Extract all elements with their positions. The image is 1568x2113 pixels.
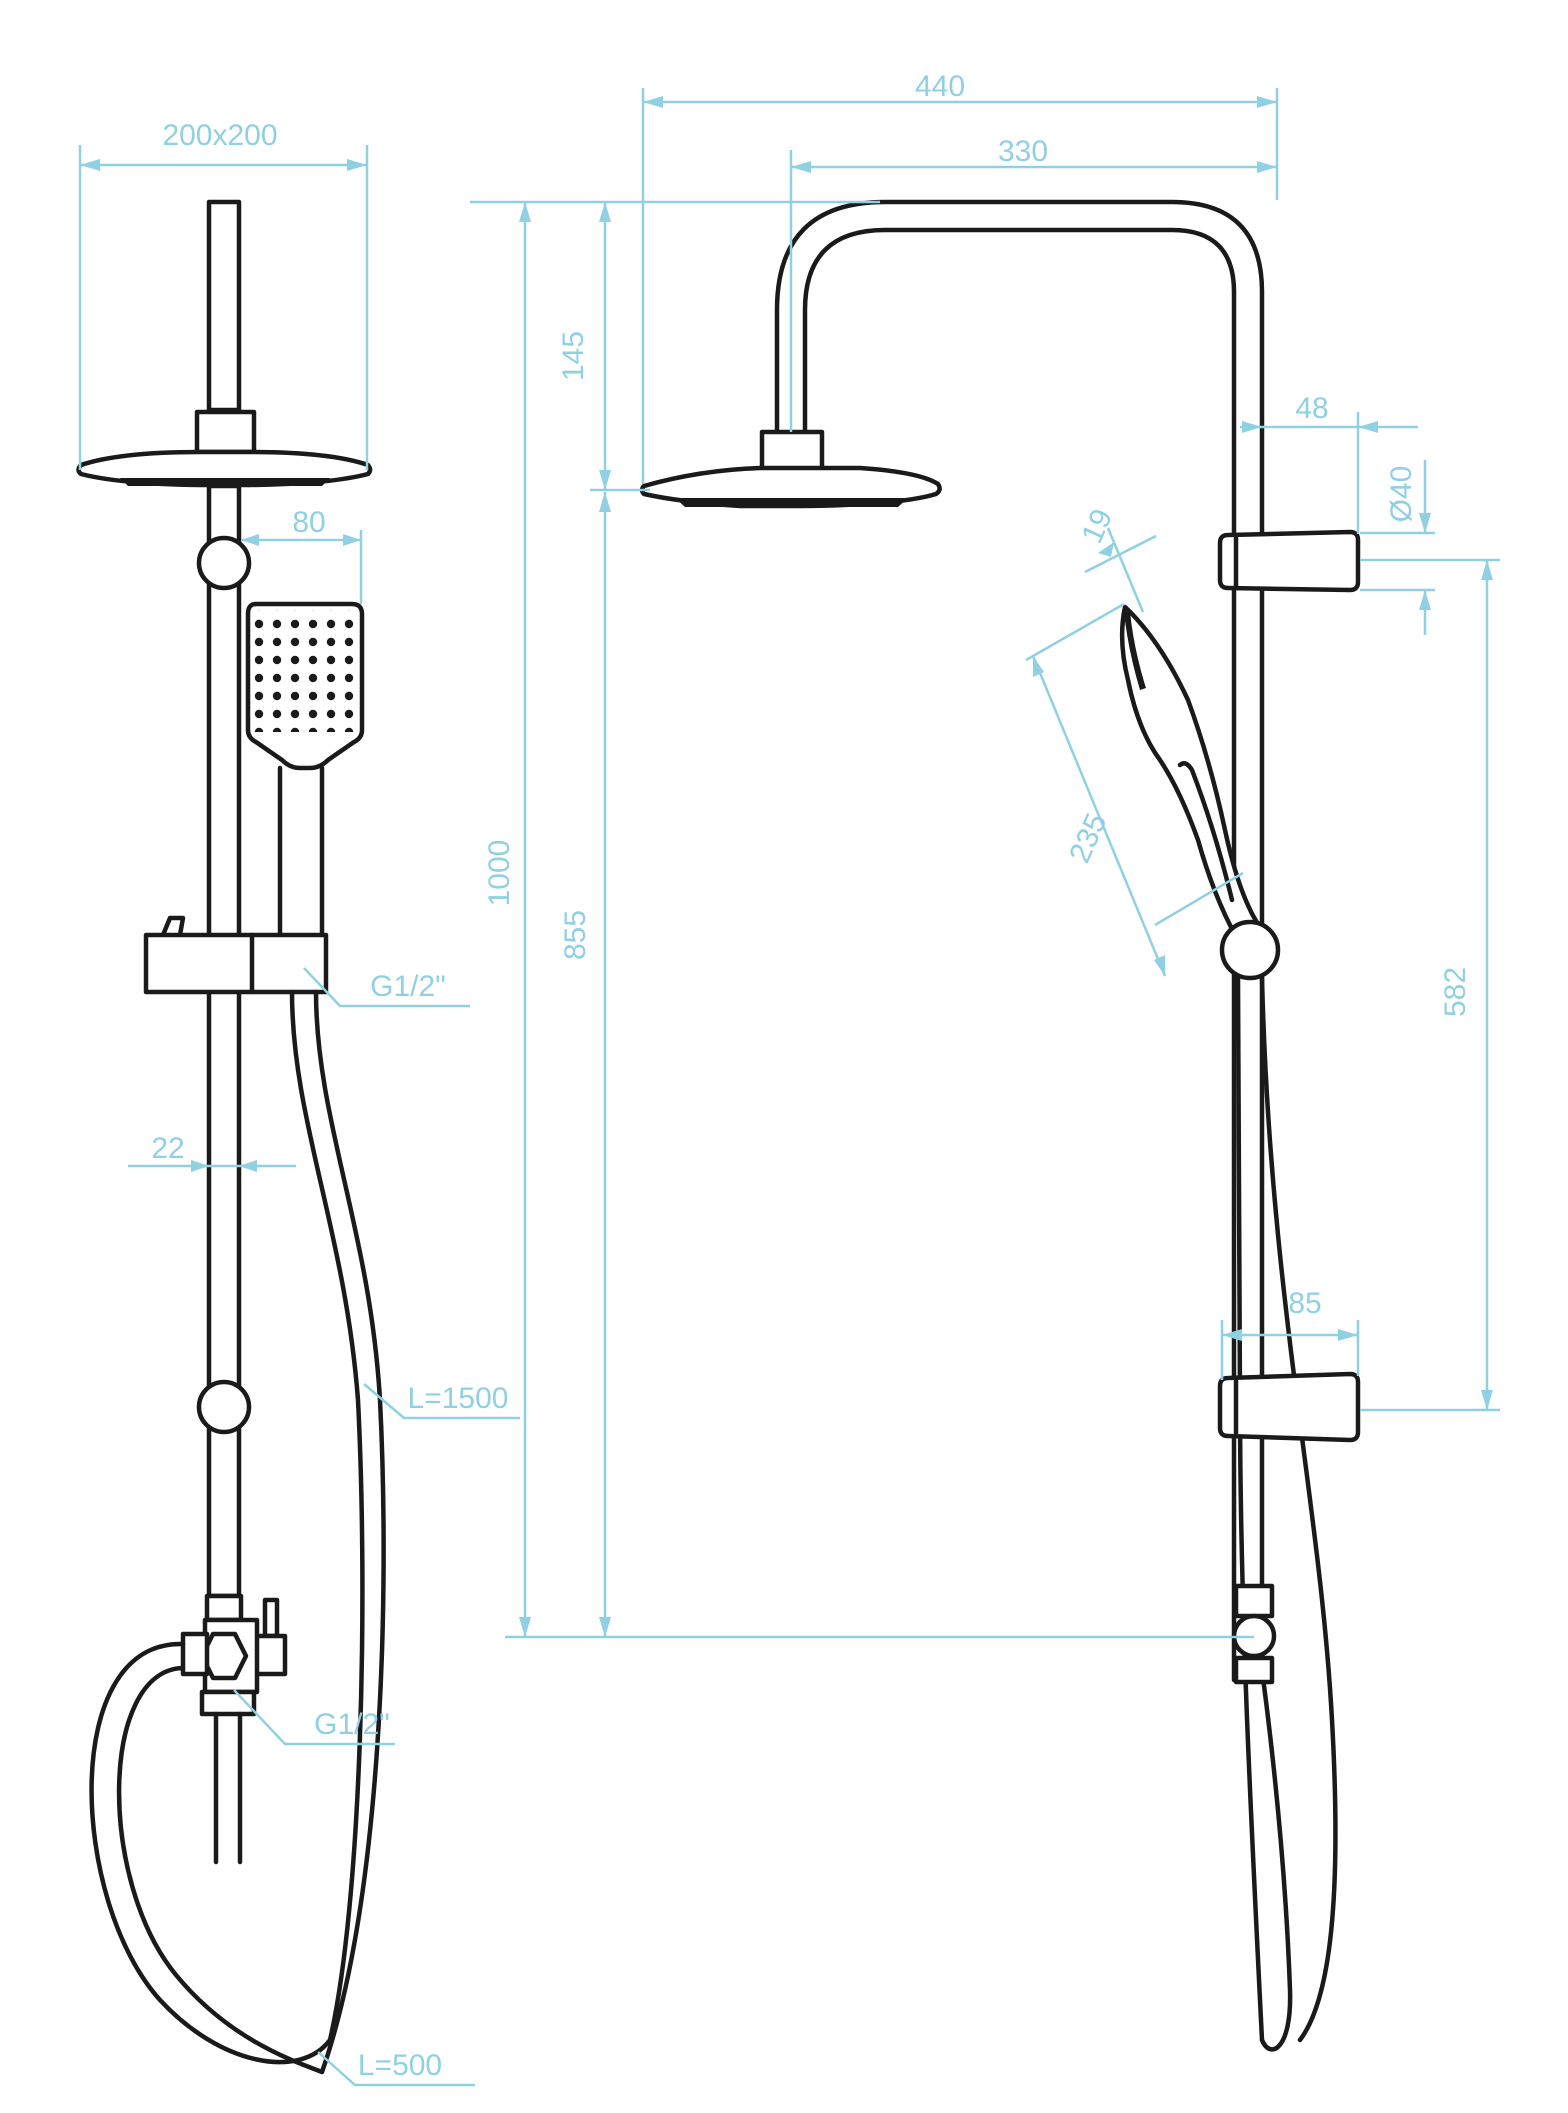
front-ball-mid bbox=[196, 1379, 252, 1435]
front-holder bbox=[143, 932, 329, 995]
front-diverter-knob bbox=[262, 1597, 280, 1639]
front-shower-head bbox=[76, 449, 373, 488]
front-hose-short-inner bbox=[116, 1665, 325, 2075]
front-hose-long-b bbox=[313, 989, 386, 2075]
label-rail-outer: Ø40 bbox=[1385, 466, 1418, 523]
side-handset-grip bbox=[1177, 761, 1235, 903]
front-hose-long-a bbox=[289, 989, 365, 2043]
label-handset-width: 80 bbox=[292, 506, 325, 539]
label-total-width: 440 bbox=[915, 70, 965, 103]
side-holder-bottom bbox=[1217, 1371, 1361, 1443]
label-thread-bottom: G1/2" bbox=[314, 1708, 390, 1741]
side-arm-outer bbox=[774, 199, 1265, 1403]
front-diverter-left bbox=[180, 1631, 210, 1677]
label-holder-depth: 85 bbox=[1288, 1287, 1321, 1320]
side-bracket-top bbox=[1217, 529, 1361, 593]
side-shower-head bbox=[639, 465, 942, 509]
front-head-connector bbox=[194, 409, 257, 455]
side-ball bbox=[1219, 919, 1281, 981]
label-holder-spacing: 582 bbox=[1439, 967, 1472, 1017]
front-holder-lever bbox=[160, 915, 186, 938]
front-handset-handle bbox=[277, 765, 325, 938]
side-head-nozzles bbox=[675, 498, 908, 507]
side-handset-nozzles bbox=[1124, 612, 1146, 690]
side-view bbox=[639, 199, 1361, 2052]
front-inlet-pipe bbox=[213, 1711, 243, 1865]
label-hose-short: L=500 bbox=[358, 2049, 442, 2082]
label-lower-height: 855 bbox=[559, 910, 592, 960]
front-ball-top bbox=[196, 535, 252, 591]
label-handset-length: 235 bbox=[1063, 809, 1114, 868]
side-arm-inner bbox=[802, 227, 1237, 1403]
front-head-nozzles bbox=[120, 478, 330, 486]
side-valve-top bbox=[1233, 1583, 1275, 1619]
side-hose-b bbox=[1259, 975, 1338, 2043]
label-arm-width: 330 bbox=[998, 135, 1048, 168]
side-hose-a bbox=[1235, 975, 1265, 2043]
label-head-drop: 145 bbox=[557, 331, 590, 381]
dimension-lines bbox=[78, 88, 1500, 2087]
label-head-size: 200x200 bbox=[162, 119, 277, 152]
label-thread-top: G1/2" bbox=[370, 970, 446, 1003]
front-handset-nozzles bbox=[252, 610, 358, 732]
front-hose-short-outer bbox=[89, 1641, 333, 2065]
front-diverter-right bbox=[252, 1633, 288, 1677]
side-valve-bottom bbox=[1233, 1655, 1275, 1685]
front-top-pipe bbox=[206, 199, 242, 413]
label-rail-diameter: 22 bbox=[151, 1132, 184, 1165]
front-diverter-body bbox=[202, 1617, 260, 1695]
front-diverter-top bbox=[204, 1593, 244, 1623]
label-bracket-depth: 48 bbox=[1295, 392, 1328, 425]
front-view bbox=[76, 199, 386, 2075]
label-total-height: 1000 bbox=[483, 840, 516, 907]
label-hose-long: L=1500 bbox=[408, 1382, 509, 1415]
